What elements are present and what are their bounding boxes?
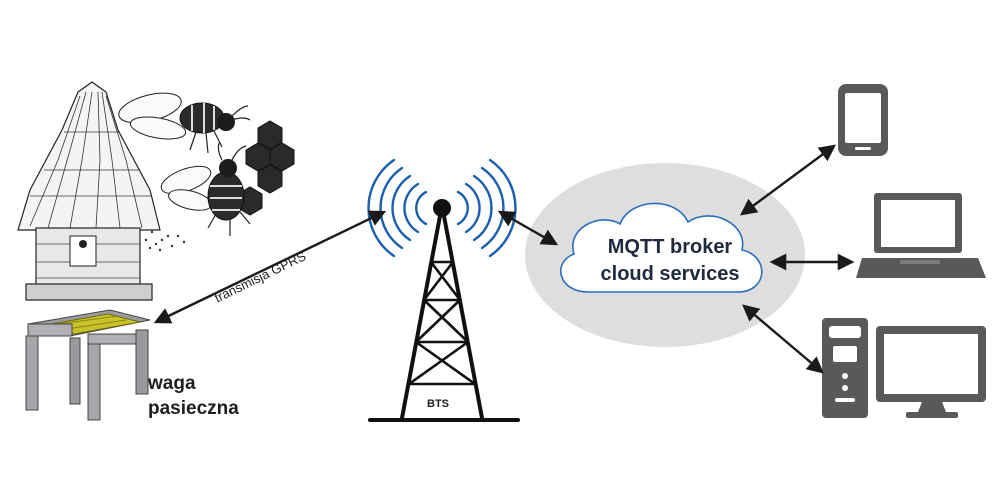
arrow-bts-cloud: [497, 210, 559, 246]
cloud-label: MQTT broker cloud services: [575, 234, 765, 288]
cloud-label-line2: cloud services: [600, 263, 740, 285]
bees-illustration: [118, 92, 295, 236]
beehive-illustration: [17, 81, 186, 301]
scale-label-line2: pasieczna: [148, 398, 239, 419]
arrow-scale-bts: [153, 210, 387, 324]
arrow-cloud-phone: [739, 144, 837, 216]
cloud-shape: [559, 202, 763, 293]
cloud-label-line1: MQTT broker: [607, 236, 733, 258]
scale-label-line1: waga: [148, 373, 196, 394]
laptop-icon: [856, 193, 986, 278]
smartphone-icon: [838, 84, 888, 156]
bts-tower: [367, 158, 520, 422]
scale-label: waga pasieczna: [148, 371, 239, 421]
connection-arrows: [153, 144, 855, 374]
arrow-cloud-desktop: [742, 304, 824, 374]
apiary-scale-illustration: [25, 309, 151, 421]
bts-label: BTS: [427, 398, 449, 410]
desktop-computer-icon: [822, 318, 986, 418]
